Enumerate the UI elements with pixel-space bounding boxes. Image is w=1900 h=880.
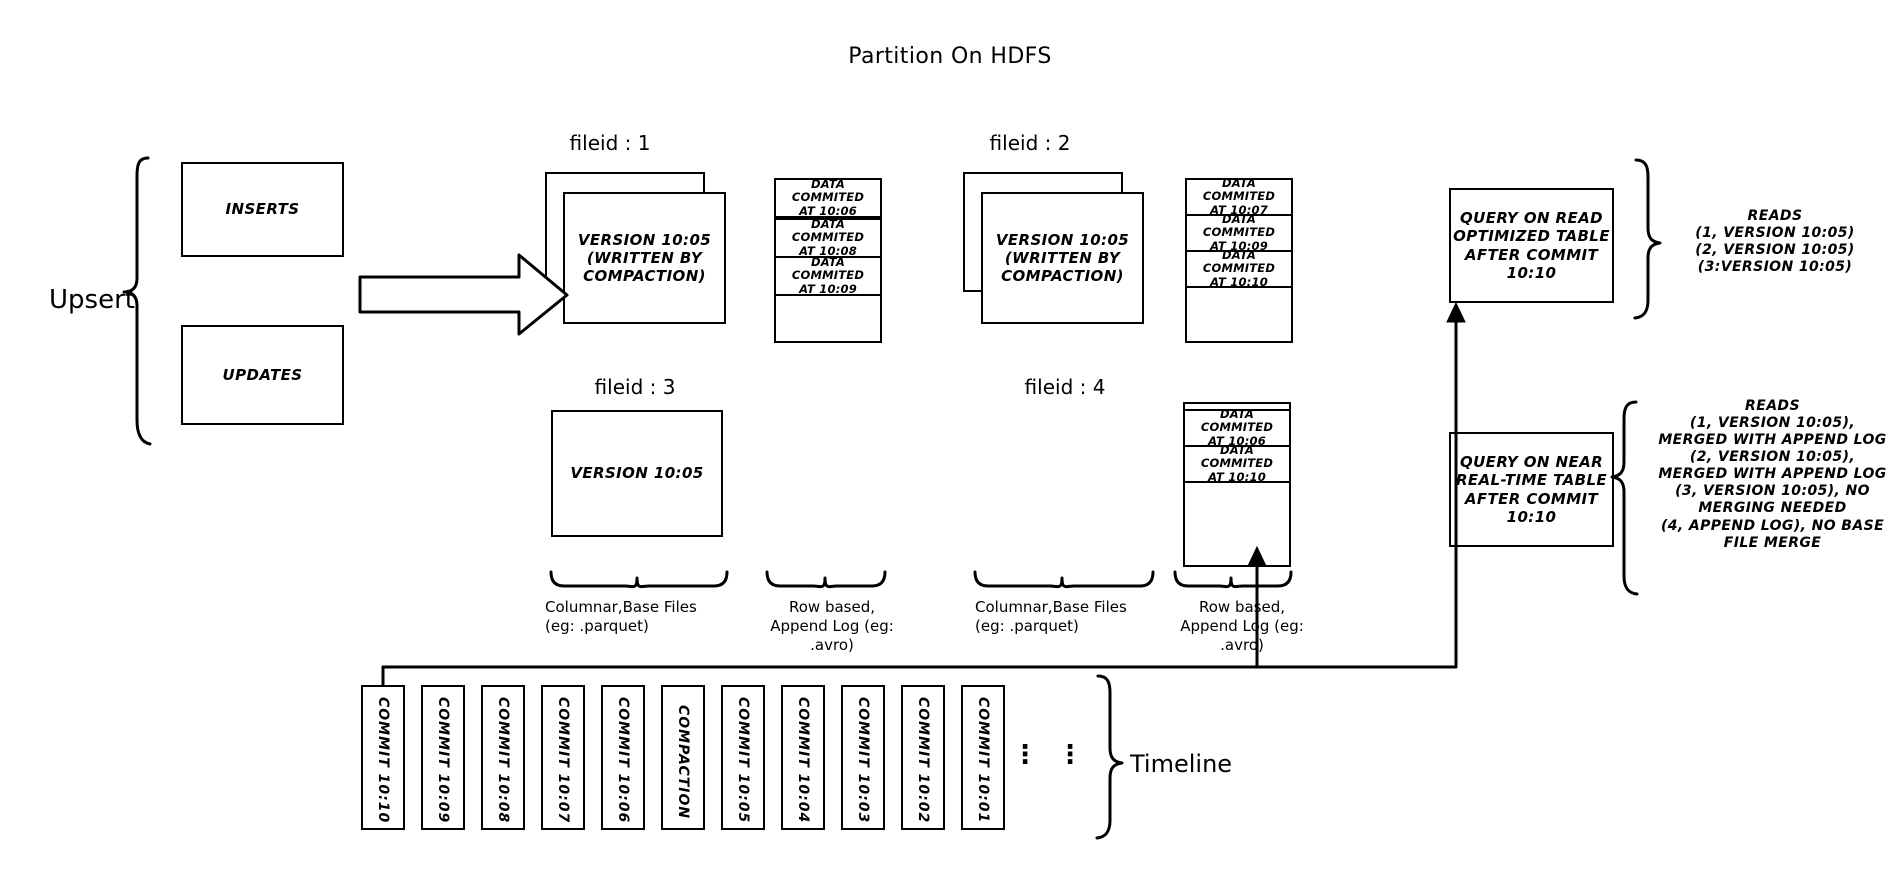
- caption-columnar-left: Columnar,Base Files (eg: .parquet): [545, 598, 697, 635]
- timeline-cell-label: COMMIT 10:01: [975, 697, 991, 824]
- log-entry: DATA COMMITED AT 10:09: [1185, 213, 1293, 252]
- query-on-read-optimized-table-box[interactable]: QUERY ON READ OPTIMIZED TABLE AFTER COMM…: [1449, 188, 1614, 303]
- timeline-ellipsis-1: ⋮: [1012, 740, 1038, 770]
- reads-line: (2, VERSION 10:05): [1695, 242, 1855, 259]
- reads-heading: READS: [1745, 398, 1800, 414]
- fileid-1-base-file: VERSION 10:05 (WRITTEN BY COMPACTION): [563, 192, 726, 324]
- timeline-cell-label: COMMIT 10:04: [795, 697, 811, 824]
- log-entry: DATA COMMITED AT 10:06: [774, 178, 882, 218]
- timeline-cell-compaction[interactable]: COMPACTION: [661, 685, 705, 830]
- timeline-label: Timeline: [1130, 750, 1233, 778]
- reads-heading: READS: [1747, 208, 1803, 224]
- reads-line: (1, VERSION 10:05),: [1689, 415, 1856, 432]
- updates-label: UPDATES: [222, 365, 303, 384]
- brace-columnar-right: [973, 570, 1155, 589]
- query-line: QUERY ON READ: [1459, 208, 1604, 227]
- timeline-cell[interactable]: COMMIT 10:01: [961, 685, 1005, 830]
- reads-line: (1, VERSION 10:05): [1695, 225, 1855, 242]
- timeline-ellipsis-2: ⋮: [1057, 740, 1083, 770]
- timeline-cell-label: COMMIT 10:10: [375, 697, 391, 824]
- brace-timeline: [1095, 674, 1124, 840]
- brace-reads-near-real-time: [1610, 400, 1639, 596]
- log-entry: DATA COMMITED AT 10:07: [1185, 177, 1293, 216]
- fileid-2-log-stack: DATA COMMITED AT 10:07 DATA COMMITED AT …: [1185, 177, 1293, 343]
- commit-arrow-label: Commit 10:10: [378, 283, 500, 303]
- timeline-cell-label: COMMIT 10:05: [735, 697, 751, 824]
- timeline-cell[interactable]: COMMIT 10:02: [901, 685, 945, 830]
- base-line: COMPACTION): [1001, 267, 1124, 286]
- timeline-cell[interactable]: COMMIT 10:03: [841, 685, 885, 830]
- query-line: AFTER COMMIT: [1464, 489, 1599, 508]
- fileid-2-base-file: VERSION 10:05 (WRITTEN BY COMPACTION): [981, 192, 1144, 324]
- log-entry: DATA COMMITED AT 10:10: [1183, 444, 1291, 483]
- base-line: VERSION 10:05: [577, 230, 712, 249]
- query-line: AFTER COMMIT: [1464, 245, 1599, 264]
- fileid-2-header: fileid : 2: [989, 131, 1071, 155]
- log-entry: DATA COMMITED AT 10:08: [774, 218, 882, 258]
- reads-read-optimized: READS (1, VERSION 10:05) (2, VERSION 10:…: [1655, 208, 1895, 276]
- timeline-cell-label: COMMIT 10:08: [495, 697, 511, 824]
- reads-line: FILE MERGE: [1723, 534, 1822, 551]
- reads-line: (4, APPEND LOG), NO BASE: [1660, 517, 1885, 534]
- reads-line: (2, VERSION 10:05),: [1689, 449, 1856, 466]
- timeline-cell-label: COMMIT 10:06: [615, 697, 631, 824]
- fileid-3-header: fileid : 3: [594, 375, 676, 399]
- timeline-cell-label: COMMIT 10:09: [435, 697, 451, 824]
- timeline-cell[interactable]: COMMIT 10:06: [601, 685, 645, 830]
- caption-rowlog-right: Row based, Append Log (eg: .avro): [1180, 598, 1304, 654]
- query-line: 10:10: [1506, 263, 1557, 282]
- fileid-3-base-file: VERSION 10:05: [551, 410, 723, 537]
- timeline-cell-label: COMPACTION: [675, 705, 691, 820]
- inserts-label: INSERTS: [225, 200, 300, 219]
- log-entry: DATA COMMITED AT 10:09: [774, 256, 882, 296]
- brace-columnar-left: [549, 570, 729, 589]
- timeline-cell-label: COMMIT 10:07: [555, 697, 571, 824]
- query-line: QUERY ON NEAR: [1459, 452, 1604, 471]
- caption-rowlog-left: Row based, Append Log (eg: .avro): [770, 598, 894, 654]
- updates-box: UPDATES: [181, 325, 344, 425]
- reads-line: (3:VERSION 10:05): [1697, 259, 1853, 276]
- query-line: REAL-TIME TABLE: [1455, 471, 1608, 490]
- brace-rowlog-right: [1173, 570, 1293, 589]
- query-on-near-real-time-table-box[interactable]: QUERY ON NEAR REAL-TIME TABLE AFTER COMM…: [1449, 432, 1614, 547]
- query-line: 10:10: [1506, 507, 1557, 526]
- log-entry: DATA COMMITED AT 10:10: [1185, 249, 1293, 288]
- log-entry: DATA COMMITED AT 10:06: [1183, 408, 1291, 447]
- reads-line: MERGING NEEDED: [1698, 500, 1847, 517]
- brace-rowlog-left: [765, 570, 887, 589]
- base-line: (WRITTEN BY: [1004, 248, 1121, 267]
- query-line: OPTIMIZED TABLE: [1453, 227, 1610, 246]
- reads-line: (3, VERSION 10:05), NO: [1675, 483, 1870, 500]
- base-line: (WRITTEN BY: [586, 248, 703, 267]
- fileid-4-header: fileid : 4: [1024, 375, 1106, 399]
- timeline-cell[interactable]: COMMIT 10:08: [481, 685, 525, 830]
- timeline-cell[interactable]: COMMIT 10:10: [361, 685, 405, 830]
- fileid-4-log-stack: DATA COMMITED AT 10:06 DATA COMMITED AT …: [1183, 402, 1291, 567]
- timeline-cell[interactable]: COMMIT 10:05: [721, 685, 765, 830]
- base-line: VERSION 10:05: [570, 464, 704, 483]
- reads-near-real-time: READS (1, VERSION 10:05), MERGED WITH AP…: [1640, 398, 1900, 552]
- timeline-cell[interactable]: COMMIT 10:09: [421, 685, 465, 830]
- timeline-cell-label: COMMIT 10:03: [855, 697, 871, 824]
- arrowhead-read-optimized: [1446, 301, 1466, 323]
- base-line: VERSION 10:05: [995, 230, 1130, 249]
- page-title: Partition On HDFS: [848, 44, 1052, 69]
- reads-line: MERGED WITH APPEND LOG: [1658, 432, 1887, 449]
- reads-line: MERGED WITH APPEND LOG: [1658, 466, 1887, 483]
- inserts-box: INSERTS: [181, 162, 344, 257]
- timeline-cell-label: COMMIT 10:02: [915, 697, 931, 824]
- fileid-1-header: fileid : 1: [569, 131, 651, 155]
- upsert-label: Upsert: [49, 285, 135, 315]
- base-line: COMPACTION): [583, 267, 706, 286]
- fileid-1-log-stack: DATA COMMITED AT 10:06 DATA COMMITED AT …: [774, 178, 882, 343]
- timeline-cell[interactable]: COMMIT 10:07: [541, 685, 585, 830]
- timeline-cell[interactable]: COMMIT 10:04: [781, 685, 825, 830]
